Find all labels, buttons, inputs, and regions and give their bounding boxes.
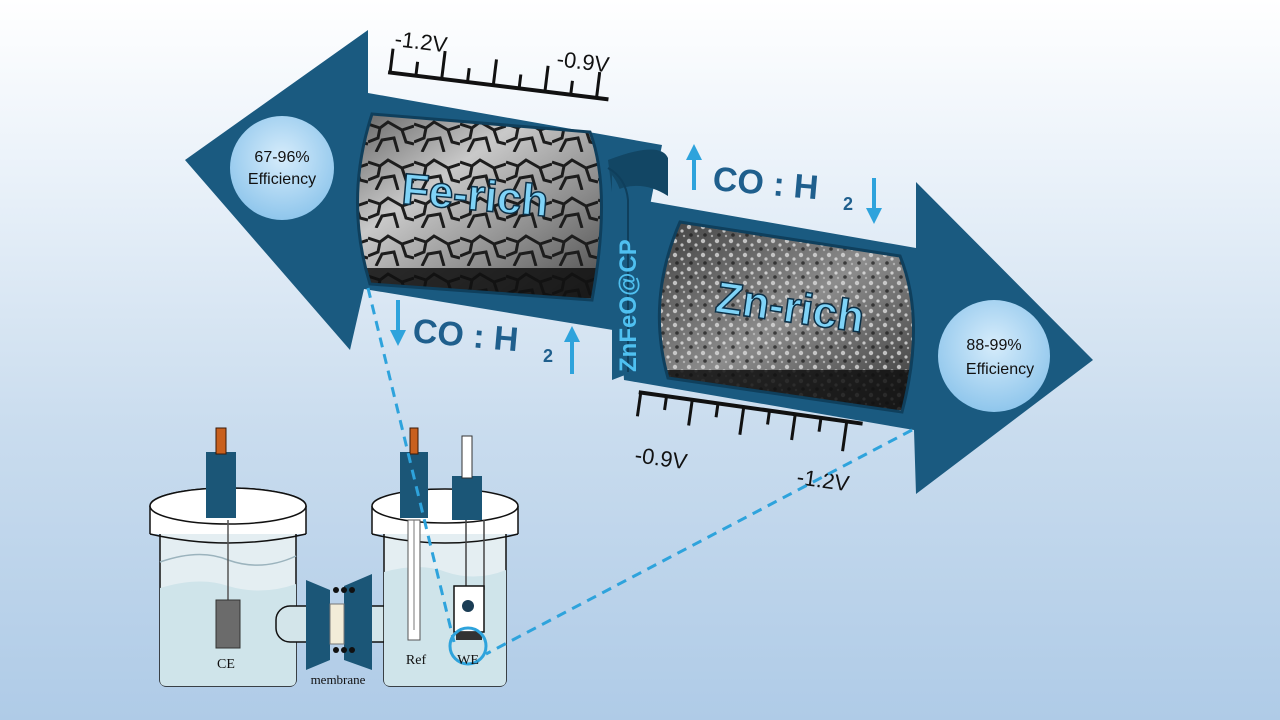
h-cell-right-compartment: Ref WE (371, 427, 519, 687)
right-ratio: CO : H 2 (686, 144, 882, 224)
left-ratio-subscript: 2 (543, 346, 553, 366)
we-label: WE (457, 653, 479, 668)
left-ratio: CO : H 2 (390, 300, 580, 374)
zoom-line-left (366, 287, 456, 643)
right-scale-label-low: -0.9V (633, 442, 689, 474)
zoom-line-right (485, 428, 913, 656)
arrow-down-icon (866, 178, 882, 224)
left-scale-label-high: -1.2V (393, 26, 449, 57)
left-efficiency-value: 67-96% (254, 149, 309, 166)
right-ratio-subscript: 2 (843, 194, 853, 214)
we-highlight-circle (448, 626, 488, 666)
arrow-down-icon (390, 300, 406, 346)
membrane-label: membrane (311, 672, 366, 687)
catalyst-label: ZnFeO@CP (615, 239, 642, 372)
left-voltage-scale (387, 48, 609, 102)
zn-rich-sem-image (659, 222, 914, 412)
right-efficiency-value: 88-99% (966, 337, 1021, 354)
ref-label: Ref (406, 653, 427, 668)
right-ratio-text: CO : H (711, 160, 820, 207)
right-voltage-scale (635, 390, 863, 452)
h-cell-bridge: membrane (275, 574, 399, 687)
right-scale-label-high: -1.2V (795, 464, 851, 496)
ce-label: CE (217, 657, 235, 672)
left-efficiency-badge: 67-96% Efficiency (230, 116, 334, 220)
arrow-up-icon (564, 326, 580, 374)
right-efficiency-badge: 88-99% Efficiency (938, 300, 1050, 412)
right-efficiency-word: Efficiency (966, 361, 1034, 378)
left-efficiency-word: Efficiency (248, 171, 316, 188)
left-ratio-text: CO : H (411, 312, 520, 359)
left-scale-label-low: -0.9V (555, 46, 611, 77)
h-cell-left-compartment: CE (149, 427, 307, 687)
arrow-up-icon (686, 144, 702, 190)
